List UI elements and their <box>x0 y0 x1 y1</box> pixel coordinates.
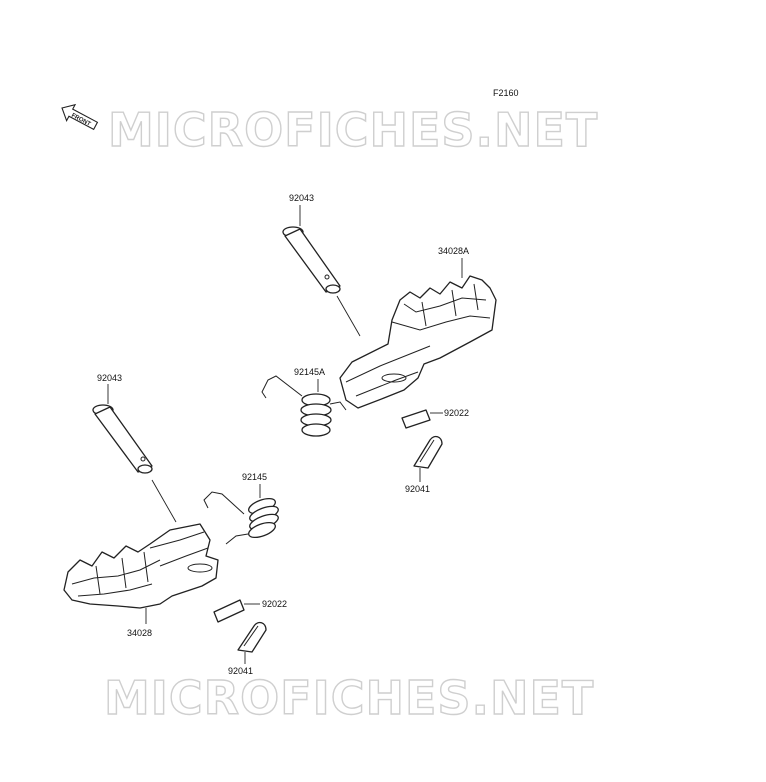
figure-code: F2160 <box>493 88 519 98</box>
cotter-upper <box>413 435 443 482</box>
callout-pin-upper: 92043 <box>289 193 314 203</box>
callout-cotter-lower: 92041 <box>228 666 253 676</box>
cotter-lower <box>237 621 267 664</box>
spring-lower <box>203 484 279 545</box>
callout-washer-upper: 92022 <box>444 408 469 418</box>
watermark-top: MICROFICHES.NET <box>108 103 598 157</box>
callout-pin-lower: 92043 <box>97 373 122 383</box>
callout-washer-lower: 92022 <box>262 599 287 609</box>
callout-cotter-upper: 92041 <box>405 484 430 494</box>
callout-footpeg-left: 34028 <box>127 628 152 638</box>
footpeg-right <box>339 258 497 409</box>
front-arrow-icon: FRONT <box>61 103 99 131</box>
callout-spring-lower: 92145 <box>242 472 267 482</box>
pin-lower <box>92 384 177 523</box>
pin-upper <box>282 205 361 337</box>
spring-upper <box>261 375 347 437</box>
callout-footpeg-right: 34028A <box>438 246 469 256</box>
footpeg-left <box>63 523 219 624</box>
callout-spring-upper: 92145A <box>294 367 325 377</box>
washer-upper <box>401 409 443 429</box>
washer-lower <box>213 599 260 623</box>
watermark-bottom: MICROFICHES.NET <box>104 671 594 725</box>
